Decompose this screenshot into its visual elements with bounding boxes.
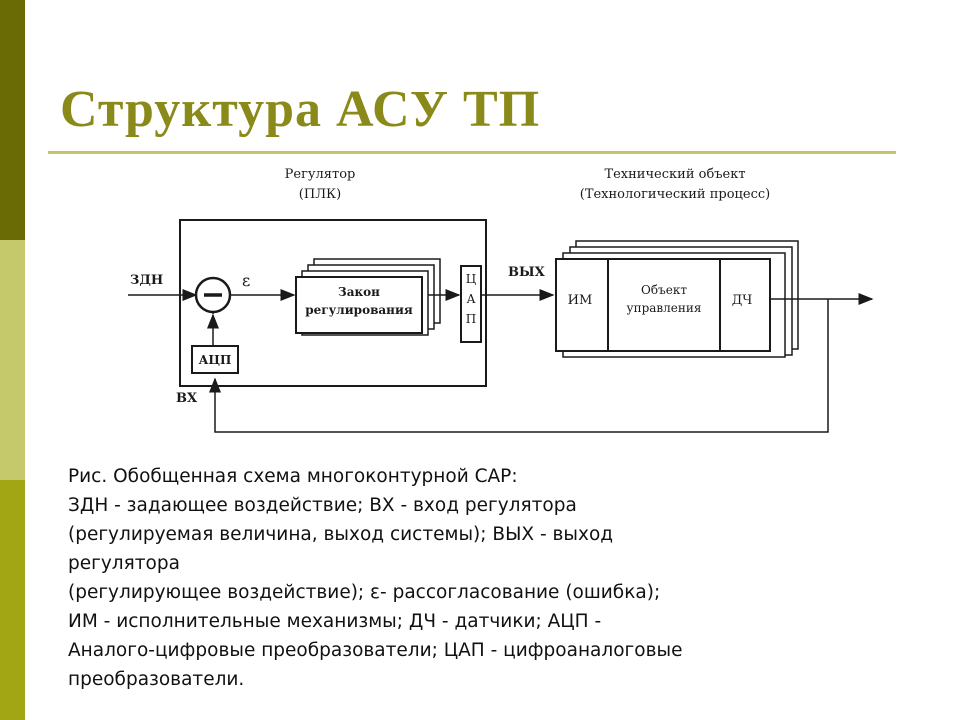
law-box bbox=[295, 276, 423, 334]
sidebar-band-middle bbox=[0, 240, 25, 480]
im-label: ИМ bbox=[568, 293, 593, 308]
adc-label: АЦП bbox=[199, 353, 232, 367]
regulator-label-2: (ПЛК) bbox=[299, 187, 341, 202]
figure-caption: Рис. Обобщенная схема многоконтурной САР… bbox=[68, 462, 888, 694]
object-label-b: управления bbox=[627, 301, 702, 315]
dac-letter-1: Ц bbox=[466, 272, 477, 286]
input-vh-label: ВХ bbox=[176, 391, 198, 406]
caption-line: ЗДН - задающее воздействие; ВХ - вход ре… bbox=[68, 495, 577, 516]
sidebar-decoration bbox=[0, 0, 25, 720]
input-zdn-label: ЗДН bbox=[130, 273, 163, 288]
object-label-2: (Технологический процесс) bbox=[580, 187, 770, 202]
object-label-a: Объект bbox=[641, 283, 687, 297]
caption-line: Рис. Обобщенная схема многоконтурной САР… bbox=[68, 466, 518, 487]
slide-title: Структура АСУ ТП bbox=[60, 81, 541, 138]
acs-structure-diagram: Регулятор (ПЛК) Технический объект (Техн… bbox=[128, 167, 874, 433]
caption-line: ИМ - исполнительные механизмы; ДЧ - датч… bbox=[68, 611, 602, 632]
dch-label: ДЧ bbox=[732, 293, 753, 308]
caption-line: регулятора bbox=[68, 553, 180, 574]
caption-line: (регулирующее воздействие); ε- рассоглас… bbox=[68, 582, 661, 603]
caption-line: (регулируемая величина, выход системы); … bbox=[68, 524, 614, 545]
regulator-label-1: Регулятор bbox=[285, 167, 356, 182]
sidebar-band-top bbox=[0, 0, 25, 240]
law-label-2: регулирования bbox=[305, 303, 413, 317]
law-label-1: Закон bbox=[338, 285, 380, 299]
caption-line: Аналого-цифровые преобразователи; ЦАП - … bbox=[68, 640, 683, 661]
caption-line: преобразователи. bbox=[68, 669, 245, 690]
dac-letter-3: П bbox=[466, 312, 476, 326]
regulator-box bbox=[179, 219, 487, 387]
adc-box bbox=[191, 345, 239, 374]
object-label-1: Технический объект bbox=[604, 167, 745, 182]
dac-box bbox=[460, 265, 482, 343]
feedback-line bbox=[209, 299, 829, 433]
epsilon-label: ε bbox=[242, 271, 250, 290]
title-underline bbox=[48, 151, 896, 154]
output-vyh-label: ВЫХ bbox=[508, 265, 546, 280]
object-box bbox=[555, 258, 771, 352]
dac-letter-2: А bbox=[466, 292, 475, 306]
sidebar-band-bottom bbox=[0, 480, 25, 720]
